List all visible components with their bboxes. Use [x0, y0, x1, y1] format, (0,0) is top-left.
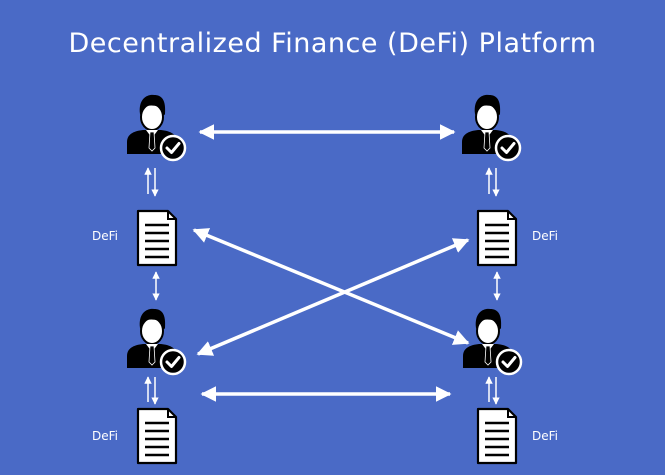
label-doc-bottom-left: DeFi [92, 429, 118, 443]
arrow-left-user-doc-top [144, 167, 159, 197]
document-top-left-icon [136, 209, 178, 267]
user-top-right-icon [460, 93, 522, 162]
document-bottom-right-icon [476, 407, 518, 465]
label-doc-top-right: DeFi [532, 229, 558, 243]
arrow-right-user-doc-bottom [485, 376, 500, 405]
user-bottom-left-icon [125, 307, 187, 376]
arrow-cross-down [192, 228, 470, 345]
page-title: Decentralized Finance (DeFi) Platform [68, 28, 597, 59]
document-bottom-left-icon [136, 407, 178, 465]
user-top-left-icon [125, 93, 187, 162]
arrow-left-user-doc-bottom [144, 376, 159, 405]
user-bottom-right-icon [461, 307, 523, 376]
label-doc-bottom-right: DeFi [532, 429, 558, 443]
arrow-cross-up [196, 238, 470, 356]
document-top-right-icon [476, 209, 518, 267]
label-doc-top-left: DeFi [92, 229, 118, 243]
arrow-right-user-doc-top [485, 167, 500, 197]
